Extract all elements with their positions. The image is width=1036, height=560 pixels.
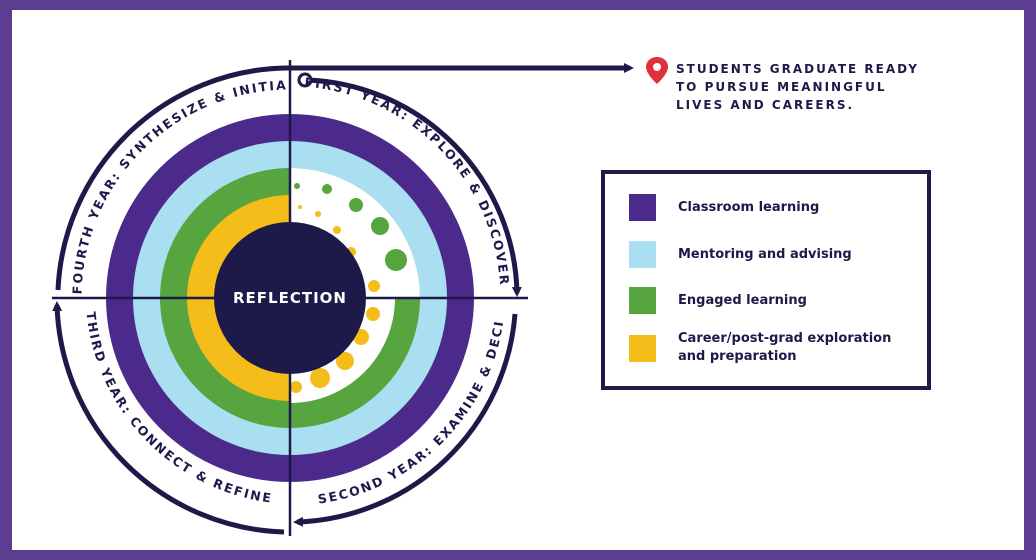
legend-swatch (629, 194, 656, 221)
start-point (297, 72, 313, 88)
legend-label: Career/post-grad exploration and prepara… (678, 331, 892, 364)
legend-label: Classroom learning (678, 199, 820, 215)
graduation-arrow (55, 63, 634, 291)
legend-swatch (629, 334, 656, 362)
legend-item-career: Career/post-grad exploration and prepara… (629, 330, 891, 366)
legend-item-engaged: Engaged learning (629, 287, 807, 314)
legend-label: Mentoring and advising (678, 246, 852, 262)
first-year-arrow (306, 77, 522, 297)
growth-dots (290, 183, 407, 393)
legend-label: Engaged learning (678, 292, 807, 308)
legend: Classroom learning Mentoring and advisin… (601, 170, 931, 390)
legend-swatch (629, 241, 656, 268)
legend-item-mentoring: Mentoring and advising (629, 241, 852, 268)
legend-item-classroom: Classroom learning (629, 194, 819, 221)
graduation-outcome-text: STUDENTS GRADUATE READY TO PURSUE MEANIN… (676, 62, 919, 112)
legend-swatch (629, 287, 656, 314)
center-label: REFLECTION (233, 289, 347, 307)
location-pin-icon (646, 57, 668, 84)
third-year-arrow (52, 301, 285, 535)
second-year-arrow (293, 313, 518, 527)
